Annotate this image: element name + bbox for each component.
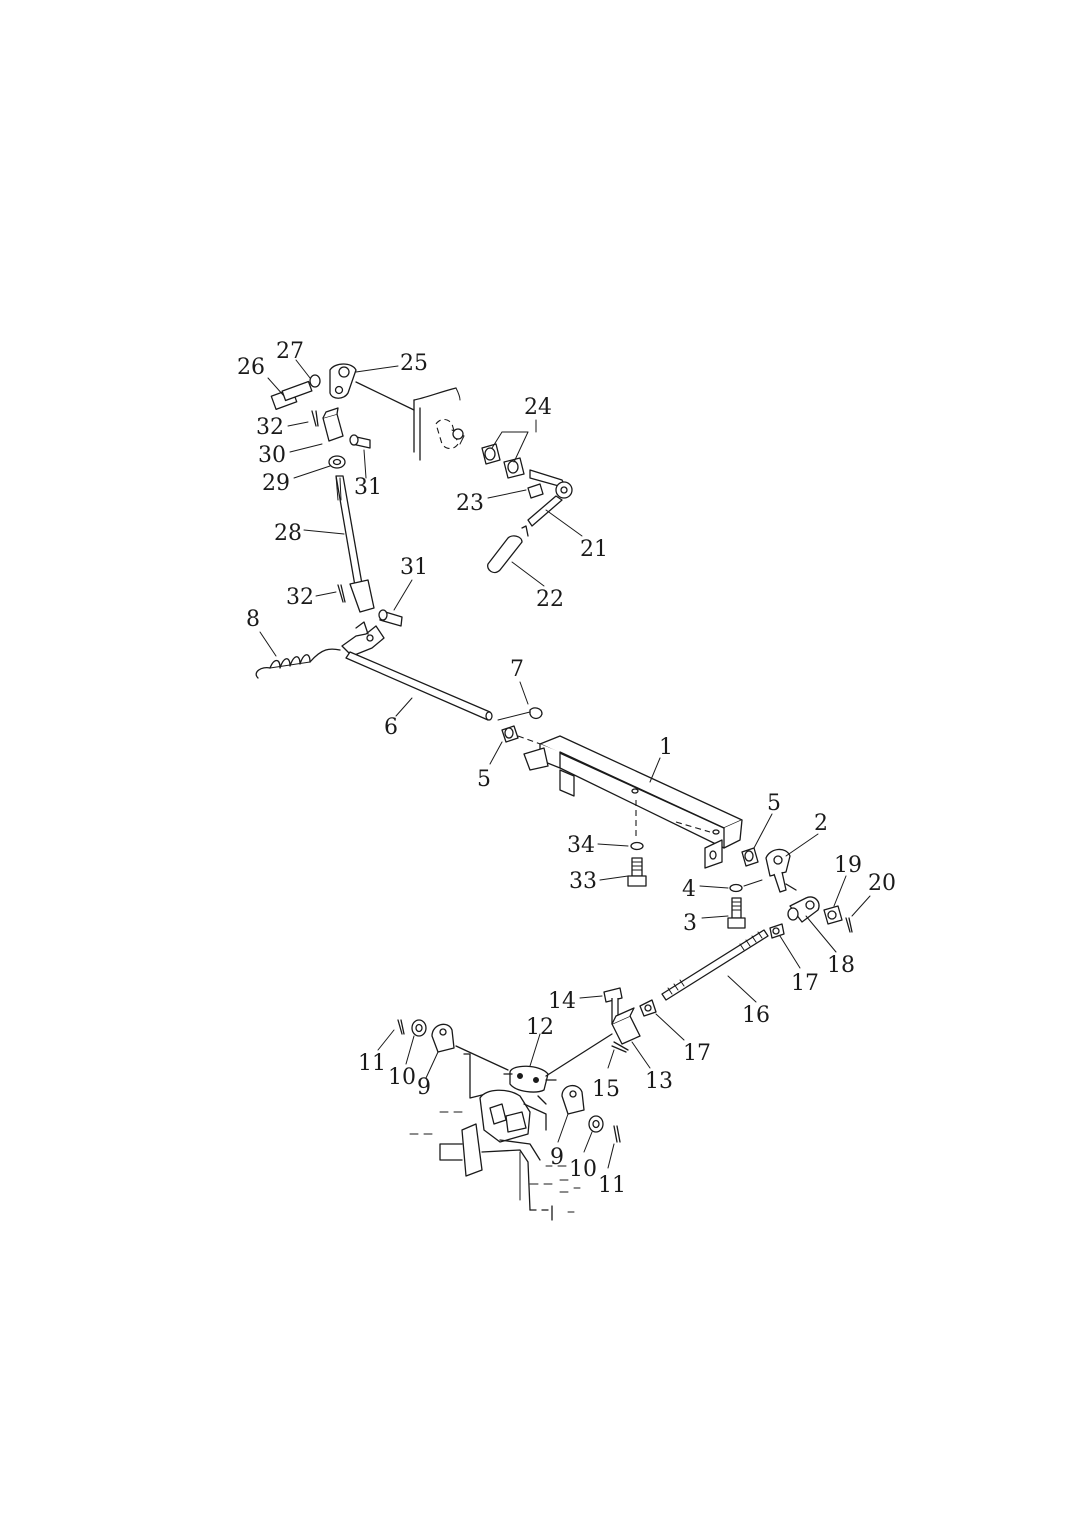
label-6: 6 [384,715,398,740]
part-24-bushing-pair [481,443,525,479]
label-34: 34 [567,833,595,858]
part-9-bracket-right [561,1085,585,1115]
label-3: 3 [683,911,697,936]
lower-linkage-assembly [397,1019,621,1221]
leader-lines [259,359,871,1169]
label-33: 33 [569,869,597,894]
part-4-washer [729,883,743,893]
part-2-joint [765,848,797,893]
label-10-right: 10 [569,1157,597,1182]
part-8-spring [255,648,341,679]
label-11-right: 11 [598,1173,626,1198]
label-23: 23 [456,491,484,516]
label-21: 21 [580,537,608,562]
upper-right-lever-assembly [435,418,573,574]
label-32-lower: 32 [286,585,314,610]
label-20: 20 [868,871,896,896]
label-10-left: 10 [388,1065,416,1090]
part-23-key [527,483,544,499]
right-joint-assembly [727,847,853,939]
part-9-bracket-left [431,1023,455,1053]
label-31-top: 31 [354,475,382,500]
part-10-washer-right [588,1115,604,1133]
part-11-cotter-pin-left [397,1019,405,1035]
label-7: 7 [510,657,524,682]
part-6-shaft [345,651,493,721]
middle-shaft-assembly [255,621,547,747]
part-19-nut [823,905,843,925]
part-20-cotter-pin [845,917,853,933]
label-5-right: 5 [767,791,781,816]
label-13: 13 [645,1069,673,1094]
label-30: 30 [258,443,286,468]
part-18-joint [787,896,820,923]
label-5-left: 5 [477,767,491,792]
part-29-nut [328,455,346,469]
part-5-bushing-right [741,847,759,867]
part-5-bushing-left [501,725,519,743]
part-1-main-bracket [523,735,743,869]
part-12-link [503,1065,557,1093]
label-11-left: 11 [358,1051,386,1076]
part-17-nut-upper [769,923,785,939]
label-4: 4 [682,877,696,902]
part-11-cotter-pin-right [613,1125,621,1143]
part-25-lever [329,363,357,399]
part-6-bracket [341,621,385,657]
part-27-washer [309,374,321,388]
label-26: 26 [237,355,265,380]
label-31-lower: 31 [400,555,428,580]
part-17-nut-lower [639,999,657,1017]
part-13-block [611,1007,641,1045]
label-27: 27 [276,339,304,364]
label-9-right: 9 [550,1145,564,1170]
part-34-washer [630,841,644,851]
part-31-pin-lower [378,609,403,627]
label-19: 19 [834,853,862,878]
label-32-top: 32 [256,415,284,440]
label-24: 24 [524,395,552,420]
part-7-key [529,707,543,720]
label-8: 8 [246,607,260,632]
label-1: 1 [659,735,673,760]
part-15-cotter-pin [611,1041,629,1053]
part-30-yoke [322,407,344,442]
label-14: 14 [548,989,576,1014]
label-29: 29 [262,471,290,496]
label-2: 2 [814,811,828,836]
lower-housing [409,1053,581,1221]
part-32-cotter-pin-lower [337,584,346,603]
label-18: 18 [827,953,855,978]
label-28: 28 [274,521,302,546]
part-26-bolt [270,380,313,410]
upper-lever-assembly [270,363,461,627]
part-10-washer-left [411,1019,427,1037]
part-31-pin-top [349,434,371,449]
label-17-upper: 17 [791,971,819,996]
label-15: 15 [592,1077,620,1102]
part-22-knob [487,525,529,574]
part-33-bolt [627,857,647,887]
part-3-bolt [727,897,746,929]
label-25: 25 [400,351,428,376]
part-16-threaded-rod [661,929,769,1001]
label-17-lower: 17 [683,1041,711,1066]
part-32-cotter-pin-top [311,410,319,427]
part-labels: 27 26 25 24 32 30 29 31 23 28 21 31 32 2… [237,339,896,1198]
part-21-lever [527,469,573,527]
part-28-rod [335,475,375,613]
label-12: 12 [526,1015,554,1040]
label-9-left: 9 [417,1075,431,1100]
label-22: 22 [536,587,564,612]
label-16: 16 [742,1003,770,1028]
